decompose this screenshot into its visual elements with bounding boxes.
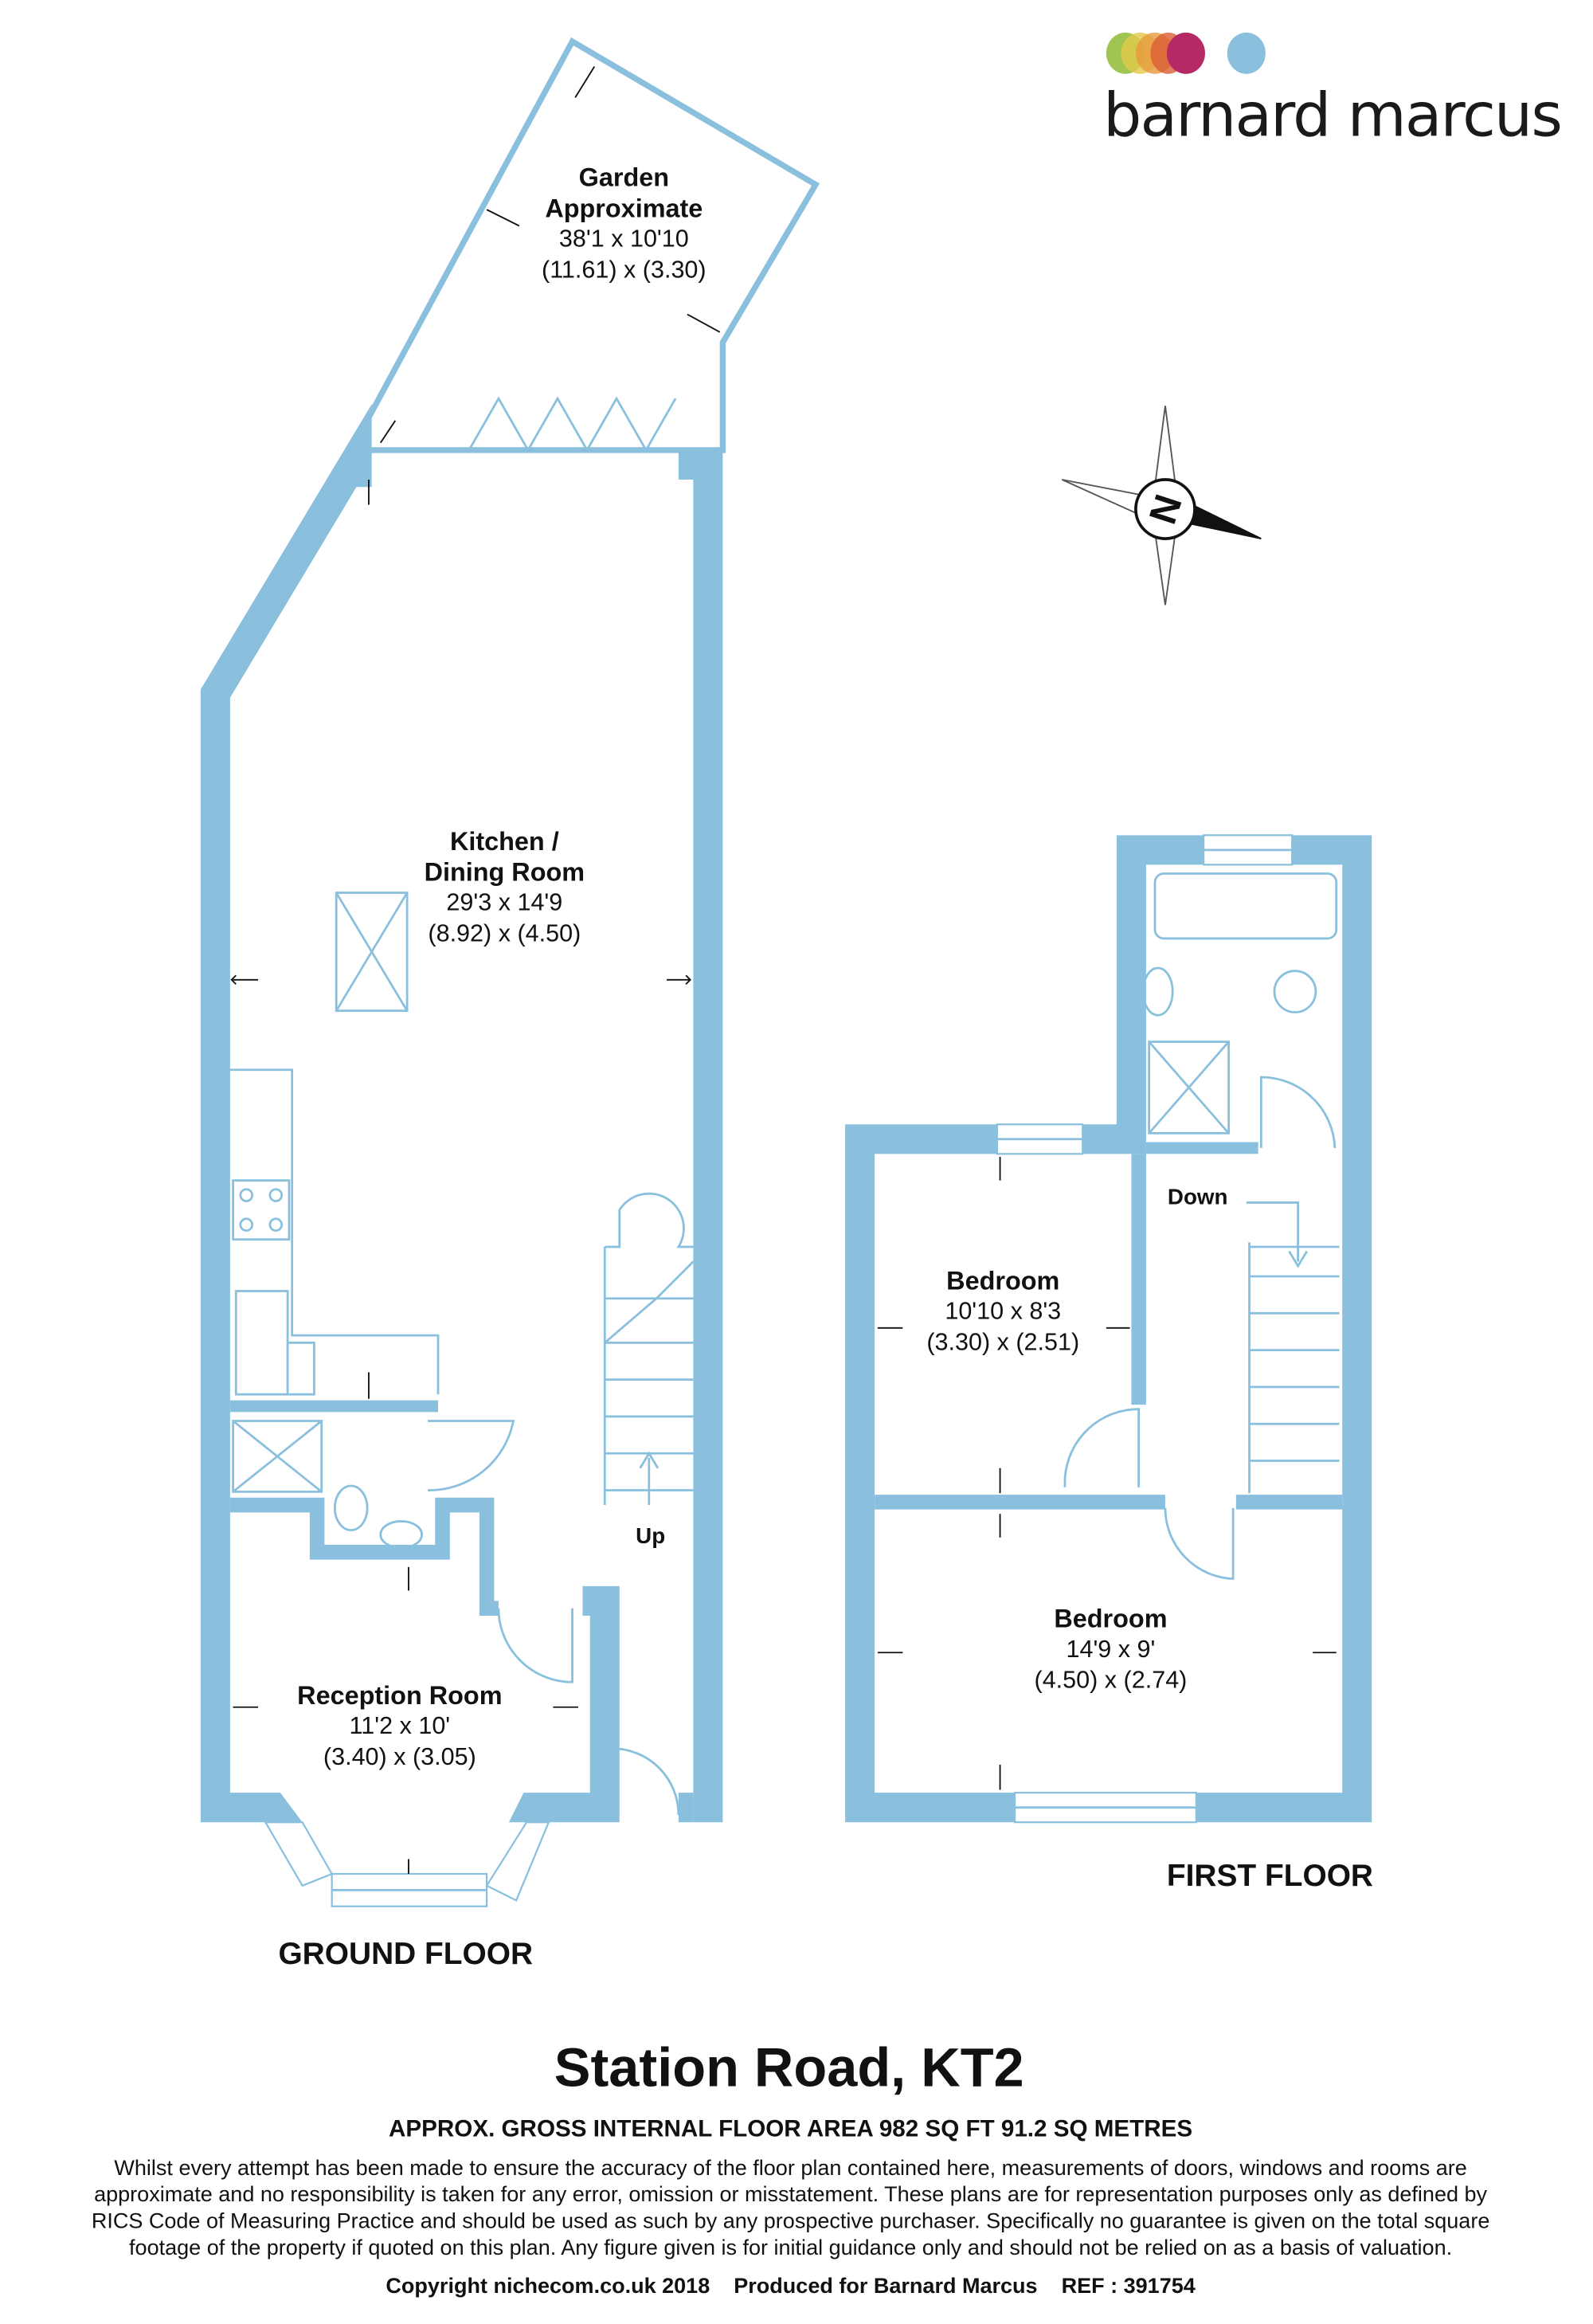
garden-imperial: 38'1 x 10'10: [559, 225, 689, 252]
bedroom2-label: Bedroom 14'9 x 9' (4.50) x (2.74): [1035, 1605, 1188, 1694]
ground-floor-title: GROUND FLOOR: [278, 1937, 533, 1971]
reception-label: Reception Room 11'2 x 10' (3.40) x (3.05…: [297, 1681, 502, 1770]
ground-fixtures: [229, 892, 695, 1815]
disclaimer-line-2: approximate and no responsibility is tak…: [94, 2182, 1487, 2206]
kitchen-metric: (8.92) x (4.50): [428, 920, 581, 947]
floor-area: APPROX. GROSS INTERNAL FLOOR AREA 982 SQ…: [389, 2116, 1192, 2142]
kitchen-label: Kitchen / Dining Room 29'3 x 14'9 (8.92)…: [425, 827, 585, 947]
logo-text: barnard marcus: [1103, 80, 1561, 151]
reception-metric: (3.40) x (3.05): [323, 1743, 476, 1770]
garden-name-2: Approximate: [545, 194, 703, 222]
kitchen-name: Kitchen /: [450, 827, 559, 856]
garden-metric: (11.61) x (3.30): [542, 256, 706, 283]
compass-icon: N: [1061, 406, 1262, 605]
bedroom1-metric: (3.30) x (2.51): [926, 1329, 1079, 1356]
disclaimer-line-3: RICS Code of Measuring Practice and shou…: [92, 2208, 1490, 2232]
bedroom2-metric: (4.50) x (2.74): [1035, 1667, 1188, 1694]
dimension-arrows: [230, 66, 1337, 1875]
stairs-up-label: Up: [636, 1523, 665, 1548]
bedroom1-imperial: 10'10 x 8'3: [945, 1298, 1061, 1325]
reception-name: Reception Room: [297, 1681, 502, 1710]
garden-name: Garden: [579, 163, 669, 192]
kitchen-name-2: Dining Room: [425, 858, 585, 887]
garden-outline: [346, 37, 820, 453]
ground-floor-walls: [200, 404, 723, 1907]
bedroom1-label: Bedroom 10'10 x 8'3 (3.30) x (2.51): [926, 1267, 1079, 1356]
stairs-down-label: Down: [1168, 1184, 1228, 1209]
first-fixtures: [1063, 872, 1340, 1581]
disclaimer-line-1: Whilst every attempt has been made to en…: [114, 2156, 1466, 2180]
first-floor-walls: [845, 834, 1372, 1824]
bedroom2-imperial: 14'9 x 9': [1067, 1636, 1156, 1663]
garden-label: Garden Approximate 38'1 x 10'10 (11.61) …: [542, 163, 706, 284]
bedroom1-name: Bedroom: [946, 1267, 1059, 1295]
first-floor-title: FIRST FLOOR: [1167, 1859, 1373, 1893]
copyright: Copyright nichecom.co.uk 2018 Produced f…: [386, 2274, 1195, 2298]
bedroom2-name: Bedroom: [1054, 1605, 1167, 1633]
logo: barnard marcus: [1103, 32, 1563, 151]
disclaimer-line-4: footage of the property if quoted on thi…: [129, 2236, 1452, 2259]
reception-imperial: 11'2 x 10': [350, 1712, 451, 1739]
property-title: Station Road, KT2: [554, 2037, 1024, 2099]
kitchen-imperial: 29'3 x 14'9: [446, 889, 562, 916]
